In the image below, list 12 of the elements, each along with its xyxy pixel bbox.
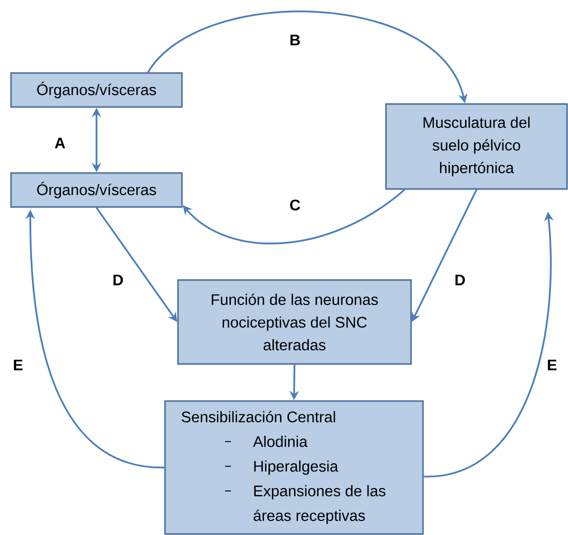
process-box: Función de las neuronas nociceptivas del SNC alteradas [177, 279, 412, 365]
edge-label: E [14, 360, 22, 370]
edge-label: D [456, 274, 465, 286]
edge-label: C [290, 200, 300, 210]
process-box: Órganos/vísceras [10, 172, 183, 208]
edge-label: D [114, 274, 123, 286]
edge-label: A [54, 138, 66, 148]
edge-label: E [548, 360, 556, 370]
process-box: Sensibilización Central Alodinia Hiperalgesia Expansiones de las áreas receptivas [164, 400, 424, 535]
process-box: Órganos/vísceras [10, 72, 183, 108]
edge-label: B [290, 34, 300, 46]
process-box: Musculatura del suelo pélvico hipertónica [385, 103, 568, 190]
